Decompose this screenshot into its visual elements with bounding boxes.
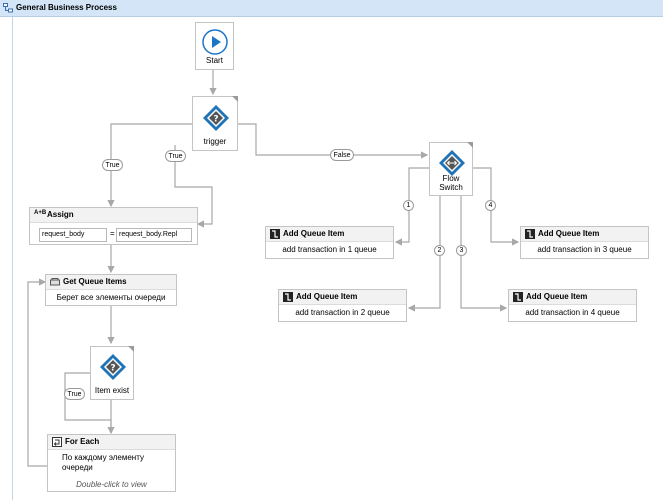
get-queue-title: Get Queue Items — [63, 277, 127, 286]
assign-icon: A+B — [34, 210, 47, 216]
add-queue-item-icon — [525, 229, 535, 239]
loop-icon — [52, 437, 62, 447]
assign-value-field[interactable]: request_body.Repl — [116, 228, 192, 242]
case-label-2: 2 — [434, 245, 445, 256]
start-label: Start — [206, 56, 223, 65]
for-each-header: For Each — [48, 435, 175, 450]
add-queue-item-3[interactable]: Add Queue Item add transaction in 3 queu… — [520, 226, 649, 259]
queue-icon — [50, 278, 60, 286]
svg-text:?: ? — [213, 115, 218, 125]
add-queue-item-title: Add Queue Item — [283, 229, 345, 238]
double-click-hint[interactable]: Double-click to view — [76, 480, 147, 489]
add-queue-item-description: add transaction in 4 queue — [525, 308, 620, 317]
play-icon — [202, 29, 228, 55]
add-queue-item-header: Add Queue Item — [509, 290, 636, 305]
add-queue-item-icon — [270, 229, 280, 239]
left-ruler — [0, 17, 13, 500]
flow-switch-node[interactable]: Flow Switch — [429, 142, 473, 196]
item-exist-label: Item exist — [94, 386, 130, 395]
edge-label-false: False — [330, 149, 354, 161]
case-label-4: 4 — [485, 200, 496, 211]
add-queue-item-header: Add Queue Item — [279, 290, 406, 305]
edge-case-3 — [460, 195, 508, 312]
edge-trigger-true-mid — [174, 145, 213, 228]
trigger-decision[interactable]: ? trigger — [192, 96, 238, 151]
workflow-title: General Business Process — [16, 3, 117, 12]
start-node[interactable]: Start — [195, 22, 234, 70]
edge-label-true-mid: True — [165, 150, 186, 162]
add-queue-item-4[interactable]: Add Queue Item add transaction in 4 queu… — [508, 289, 637, 322]
sequence-icon — [3, 3, 13, 13]
flow-switch-label: Flow Switch — [439, 174, 463, 192]
decision-icon: ? — [100, 354, 126, 380]
get-queue-header: Get Queue Items — [46, 275, 176, 290]
collapse-corner-icon — [128, 346, 134, 352]
add-queue-item-title: Add Queue Item — [296, 292, 358, 301]
trigger-label: trigger — [203, 137, 227, 146]
add-queue-item-2[interactable]: Add Queue Item add transaction in 2 queu… — [278, 289, 407, 322]
edge-trigger-true-left — [107, 123, 192, 208]
add-queue-item-icon — [513, 292, 523, 302]
assign-to-field[interactable]: request_body — [39, 228, 107, 242]
case-label-3: 3 — [456, 245, 467, 256]
flow-switch-icon — [439, 150, 465, 176]
for-each-description: По каждому элементу очереди — [62, 453, 144, 472]
edge-label-true-item: True — [64, 388, 85, 400]
add-queue-item-icon — [283, 292, 293, 302]
add-queue-item-title: Add Queue Item — [538, 229, 600, 238]
assign-equals: = — [110, 229, 115, 238]
get-queue-description: Берет все элементы очереди — [56, 293, 166, 302]
case-label-1: 1 — [403, 200, 414, 211]
item-exist-decision[interactable]: ? Item exist — [90, 346, 134, 400]
add-queue-item-description: add transaction in 2 queue — [295, 308, 390, 317]
for-each-title: For Each — [65, 437, 100, 446]
add-queue-item-header: Add Queue Item — [521, 227, 648, 242]
assign-title: Assign — [47, 210, 74, 219]
assign-activity[interactable]: A+B Assign request_body = request_body.R… — [29, 207, 198, 245]
decision-icon: ? — [203, 105, 229, 131]
add-queue-item-title: Add Queue Item — [526, 292, 588, 301]
for-each-activity[interactable]: For Each По каждому элементу очереди Dou… — [47, 434, 176, 492]
add-queue-item-1[interactable]: Add Queue Item add transaction in 1 queu… — [265, 226, 394, 259]
add-queue-item-description: add transaction in 3 queue — [537, 245, 632, 254]
edge-foreach-loop — [27, 278, 47, 467]
collapse-corner-icon — [467, 142, 473, 148]
add-queue-item-description: add transaction in 1 queue — [282, 245, 377, 254]
edge-case-2 — [407, 195, 441, 312]
svg-text:?: ? — [110, 364, 115, 374]
assign-header: A+B Assign — [30, 208, 197, 223]
edge-label-true-left: True — [102, 159, 123, 171]
add-queue-item-header: Add Queue Item — [266, 227, 393, 242]
get-queue-items-activity[interactable]: Get Queue Items Берет все элементы очере… — [45, 274, 177, 306]
collapse-corner-icon — [232, 96, 238, 102]
designer-title-bar: General Business Process — [0, 0, 663, 17]
